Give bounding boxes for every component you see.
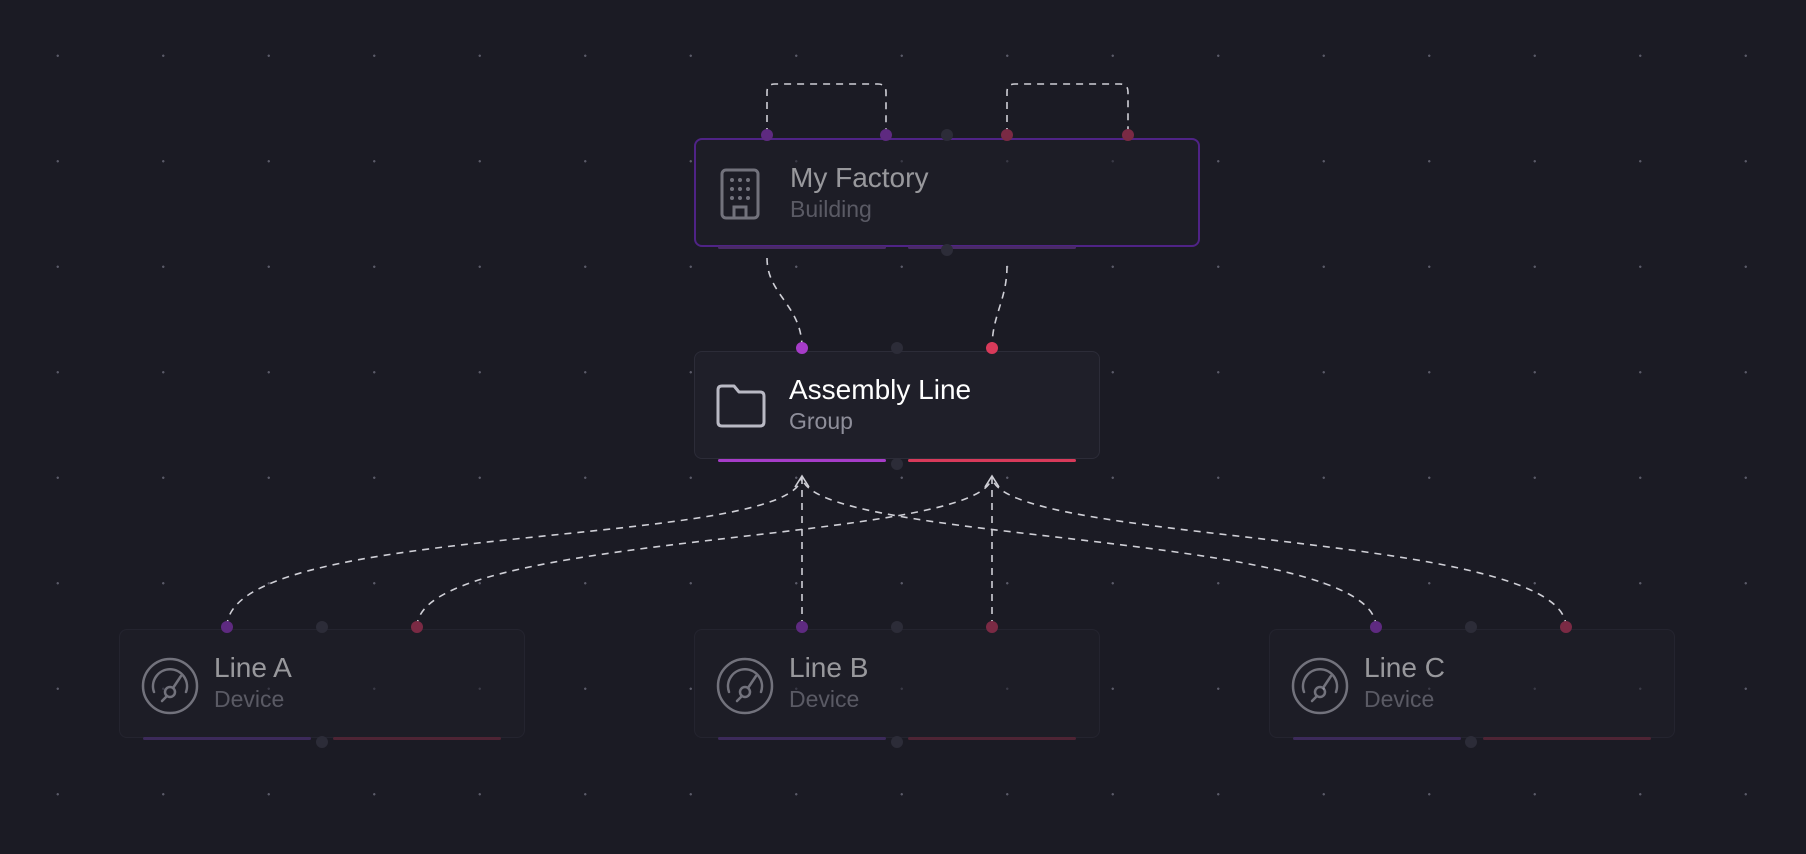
input-handle-neutral[interactable]: [316, 621, 328, 633]
gauge-icon: [1290, 656, 1349, 715]
node-subtitle: Device: [214, 686, 285, 712]
output-bar-purple: [718, 737, 886, 740]
input-handle-purple[interactable]: [1370, 621, 1382, 633]
output-bar-purple: [718, 246, 886, 249]
output-bar-purple: [718, 459, 886, 462]
node-line-a[interactable]: Line A Device: [119, 629, 525, 738]
input-handle-neutral[interactable]: [891, 621, 903, 633]
output-handle-neutral[interactable]: [891, 458, 903, 470]
edge-factory-to-assembly-red: [991, 265, 1008, 349]
node-assembly-line[interactable]: Assembly Line Group: [694, 351, 1100, 459]
node-subtitle: Group: [789, 408, 853, 434]
input-handle-purple[interactable]: [796, 621, 808, 633]
building-icon: [716, 166, 764, 222]
node-line-b[interactable]: Line B Device: [694, 629, 1100, 738]
output-bar-purple: [1293, 737, 1461, 740]
input-handle-red[interactable]: [411, 621, 423, 633]
output-bar-red: [908, 737, 1076, 740]
output-handle-neutral[interactable]: [1465, 736, 1477, 748]
node-title: Line A: [214, 652, 292, 683]
output-bar-red: [1483, 737, 1651, 740]
node-title: My Factory: [790, 162, 929, 193]
input-handle-red[interactable]: [1001, 129, 1013, 141]
input-handle-neutral[interactable]: [891, 342, 903, 354]
edge-factory-self-loop-purple: [766, 83, 887, 135]
arrowhead-red: [984, 474, 1000, 488]
output-handle-neutral[interactable]: [891, 736, 903, 748]
input-handle-purple[interactable]: [796, 342, 808, 354]
gauge-icon: [140, 656, 199, 715]
arrowhead-purple: [794, 474, 810, 488]
input-handle-red[interactable]: [1122, 129, 1134, 141]
folder-icon: [715, 378, 766, 434]
node-title: Assembly Line: [789, 374, 972, 405]
node-subtitle: Device: [789, 686, 860, 712]
output-bar-red: [333, 737, 501, 740]
output-bar-purple: [143, 737, 311, 740]
input-handle-neutral[interactable]: [941, 129, 953, 141]
input-handle-red[interactable]: [986, 342, 998, 354]
input-handle-purple[interactable]: [880, 129, 892, 141]
input-handle-neutral[interactable]: [1465, 621, 1477, 633]
input-handle-purple[interactable]: [761, 129, 773, 141]
output-handle-neutral[interactable]: [316, 736, 328, 748]
edge-line-c-to-assembly-red: [991, 475, 1567, 628]
node-title: Line B: [789, 652, 869, 683]
edge-line-a-to-assembly-red: [416, 475, 993, 628]
edge-line-c-to-assembly-purple: [801, 475, 1377, 628]
output-bar-red: [908, 459, 1076, 462]
gauge-icon: [715, 656, 774, 715]
node-line-c[interactable]: Line C Device: [1269, 629, 1675, 738]
input-handle-red[interactable]: [986, 621, 998, 633]
output-handle-neutral[interactable]: [941, 244, 953, 256]
output-bar-red: [908, 246, 1076, 249]
input-handle-red[interactable]: [1560, 621, 1572, 633]
node-title: Line C: [1364, 652, 1445, 683]
node-subtitle: Device: [1364, 686, 1435, 712]
node-my-factory[interactable]: My Factory Building: [694, 138, 1200, 247]
edge-factory-self-loop-red: [1006, 83, 1129, 135]
node-subtitle: Building: [790, 196, 872, 222]
edge-factory-to-assembly-purple: [766, 257, 803, 349]
input-handle-purple[interactable]: [221, 621, 233, 633]
edge-line-a-to-assembly-purple: [226, 475, 803, 628]
